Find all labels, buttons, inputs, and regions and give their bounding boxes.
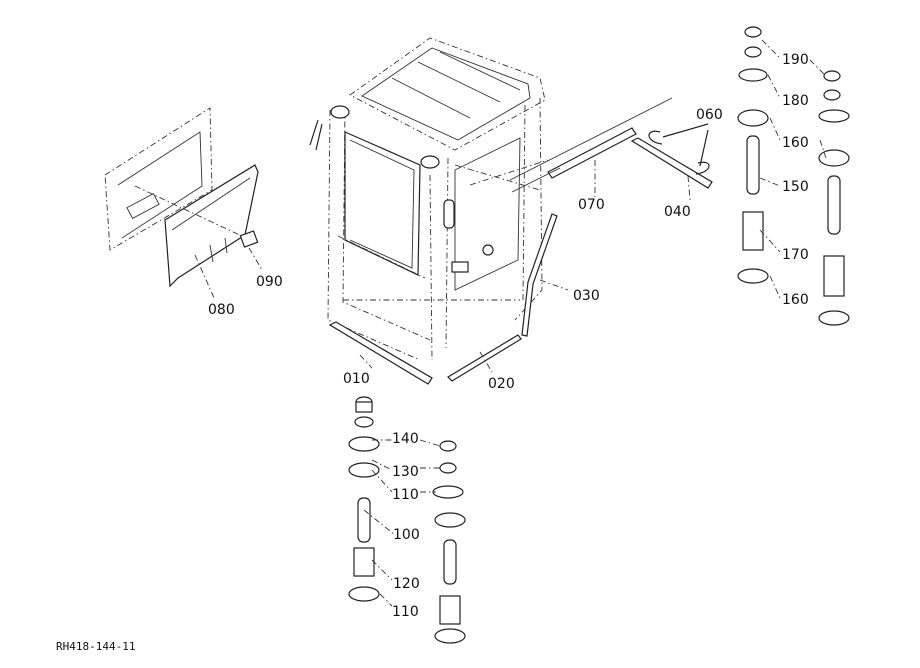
callout-170: 170 bbox=[782, 247, 809, 263]
callout-040: 040 bbox=[664, 204, 691, 220]
callout-180: 180 bbox=[782, 93, 809, 109]
cab-frame bbox=[309, 37, 549, 361]
mount-stack-left bbox=[348, 396, 466, 644]
drawing-reference: RH418-144-11 bbox=[56, 640, 135, 653]
callout-130: 130 bbox=[392, 464, 419, 480]
part-030-bar bbox=[521, 213, 558, 337]
callout-160-lower: 160 bbox=[782, 292, 809, 308]
part-020-rail bbox=[447, 334, 522, 382]
callout-120: 120 bbox=[393, 576, 420, 592]
callout-140: 140 bbox=[392, 431, 419, 447]
callout-110-lower: 110 bbox=[392, 604, 419, 620]
callout-020: 020 bbox=[488, 376, 515, 392]
callout-150: 150 bbox=[782, 179, 809, 195]
callout-030: 030 bbox=[573, 288, 600, 304]
callout-080: 080 bbox=[208, 302, 235, 318]
part-080-panel-assembly bbox=[104, 107, 259, 288]
callout-100: 100 bbox=[393, 527, 420, 543]
callout-190: 190 bbox=[782, 52, 809, 68]
mount-stack-right bbox=[737, 26, 850, 326]
part-040-bar bbox=[630, 137, 713, 189]
callout-160-upper: 160 bbox=[782, 135, 809, 151]
callout-010: 010 bbox=[343, 371, 370, 387]
callout-070: 070 bbox=[578, 197, 605, 213]
callout-060: 060 bbox=[696, 107, 723, 123]
part-070-bar bbox=[547, 127, 637, 179]
callout-110-upper: 110 bbox=[392, 487, 419, 503]
callouts: 010 020 030 040 060 070 080 090 100 110 … bbox=[208, 52, 809, 620]
leader-lines bbox=[194, 39, 827, 607]
part-010-rail bbox=[328, 321, 433, 385]
callout-090: 090 bbox=[256, 274, 283, 290]
